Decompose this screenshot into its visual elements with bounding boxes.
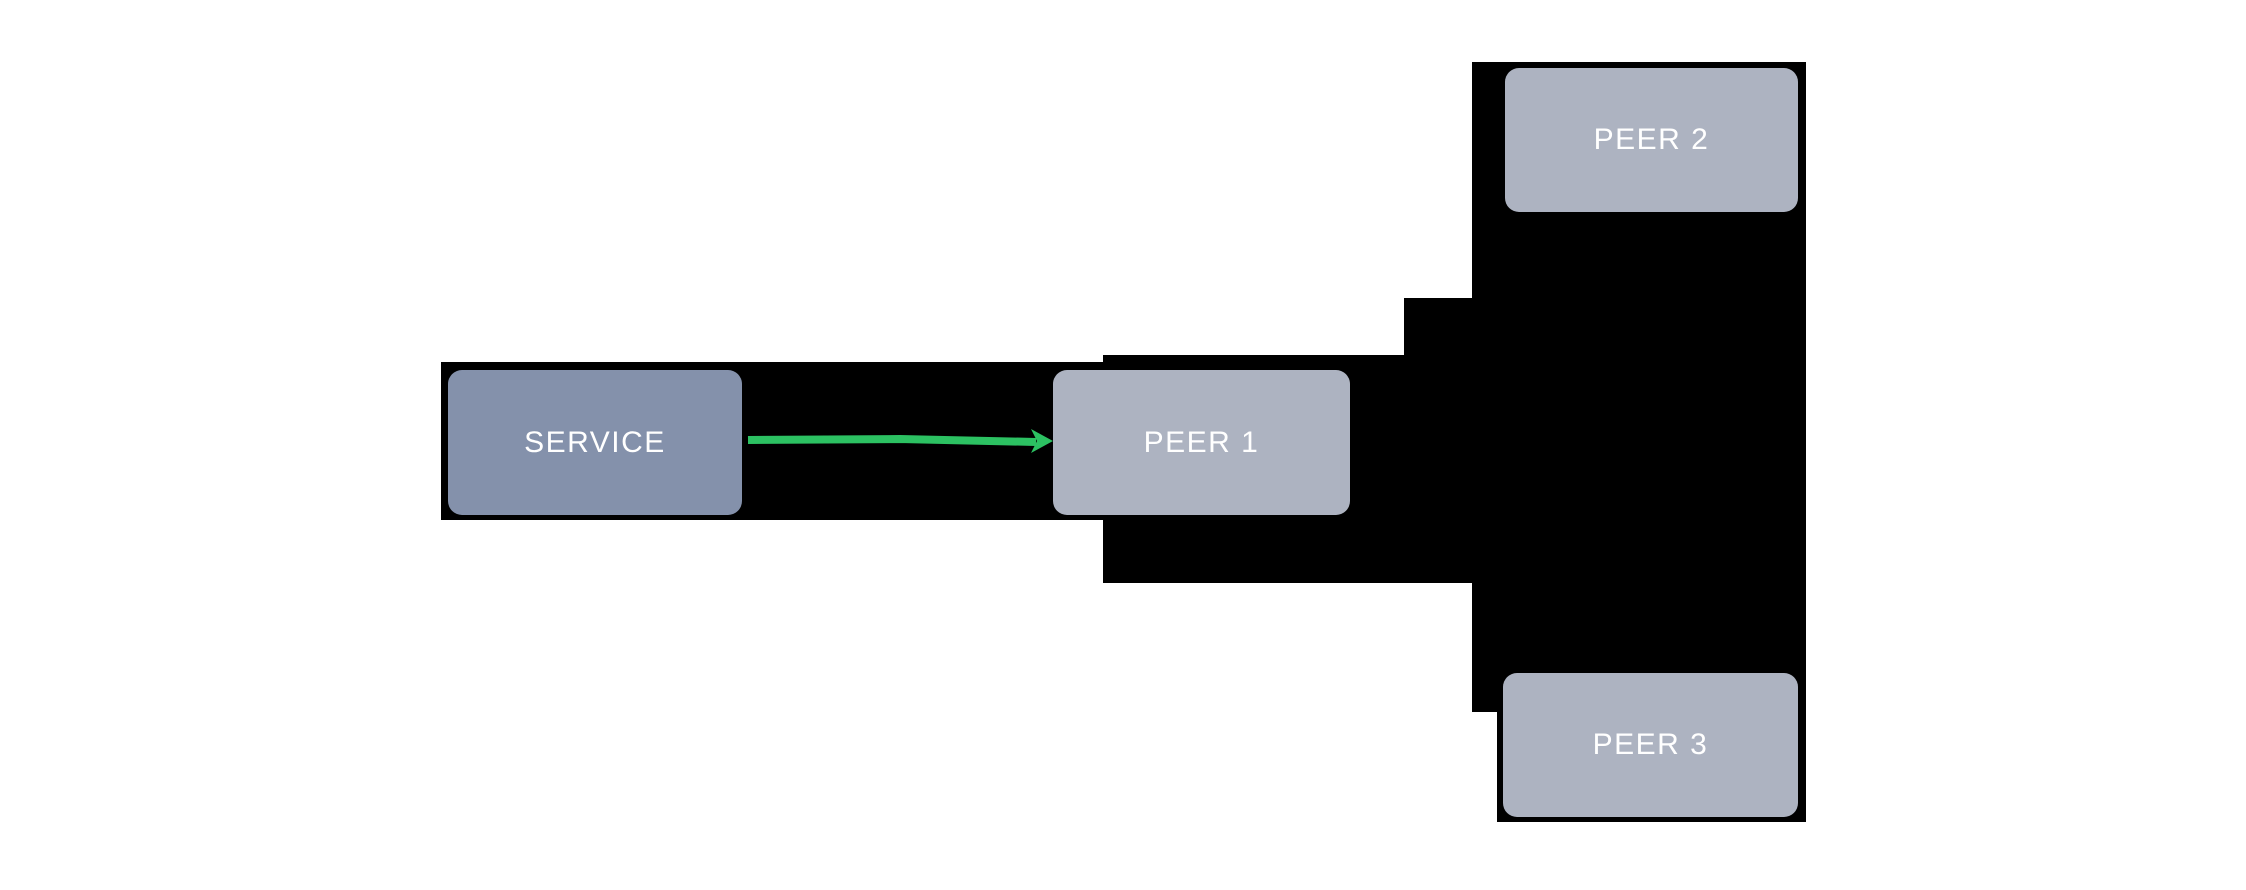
- connector-step-notch: [1404, 298, 1473, 358]
- node-service-label: SERVICE: [524, 425, 666, 459]
- node-peer3-label: PEER 3: [1592, 728, 1709, 761]
- node-peer2-label: PEER 2: [1593, 123, 1710, 156]
- node-peer1: PEER 1: [1053, 370, 1350, 515]
- node-peer3: PEER 3: [1503, 673, 1798, 817]
- node-service: SERVICE: [448, 370, 742, 515]
- node-peer2: PEER 2: [1505, 68, 1798, 212]
- node-peer1-label: PEER 1: [1143, 425, 1260, 459]
